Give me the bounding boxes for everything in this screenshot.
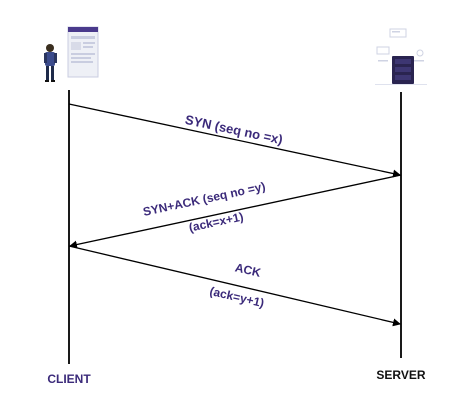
synack-sublabel: (ack=x+1)	[188, 209, 245, 234]
synack-arrow	[69, 174, 402, 249]
syn-arrow	[68, 103, 401, 178]
synack-label: SYN+ACK (seq no =y)	[142, 179, 267, 219]
client-label: CLIENT	[47, 372, 91, 386]
ack-arrow	[68, 245, 401, 327]
server-illustration-icon	[375, 28, 427, 85]
syn-label: SYN (seq no =x)	[184, 112, 284, 147]
server-label: SERVER	[376, 368, 425, 382]
client-illustration-icon	[44, 26, 99, 82]
ack-sublabel: (ack=y+1)	[208, 284, 265, 310]
ack-label: ACK	[234, 260, 263, 280]
